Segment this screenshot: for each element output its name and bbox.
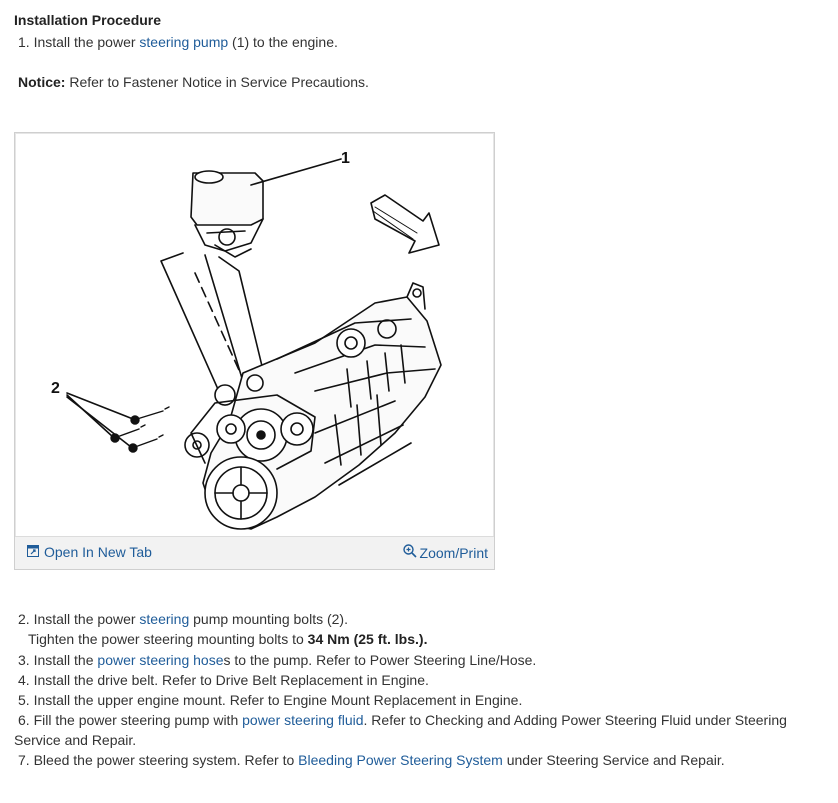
zoom-icon: [402, 544, 417, 561]
step-text: pump mounting bolts (2).: [189, 611, 348, 627]
step-5: 5. Install the upper engine mount. Refer…: [18, 690, 522, 710]
notice-text: Refer to Fastener Notice in Service Prec…: [65, 74, 369, 90]
step-2-torque: Tighten the power steering mounting bolt…: [28, 629, 427, 649]
notice: Notice: Refer to Fastener Notice in Serv…: [18, 72, 369, 92]
notice-label: Notice:: [18, 74, 66, 90]
callout-1: 1: [341, 150, 350, 167]
step-number: 1.: [18, 34, 30, 50]
step-2: 2. Install the power steering pump mount…: [18, 609, 348, 629]
step-text: Install the drive belt. Refer to Drive B…: [33, 672, 429, 688]
zoom-label: Zoom/Print: [419, 544, 488, 561]
step-3: 3. Install the power steering hoses to t…: [18, 650, 536, 670]
section-heading: Installation Procedure: [14, 12, 162, 28]
step-1: 1. Install the power steering pump (1) t…: [18, 32, 338, 52]
step-text: under Steering Service and Repair.: [502, 752, 725, 768]
open-tab-icon: [27, 544, 39, 560]
power-steering-hose-link[interactable]: power steering hose: [97, 652, 224, 668]
open-in-new-tab-button[interactable]: Open In New Tab: [27, 544, 152, 560]
step-number: 3.: [18, 652, 30, 668]
power-steering-fluid-link[interactable]: power steering fluid: [242, 712, 364, 728]
figure-toolbar: Open In New Tab Zoom/Print: [15, 536, 494, 569]
figure-container: 1 2 Open In New Tab Zoom/Print: [14, 132, 495, 570]
step-number: 2.: [18, 611, 30, 627]
step-number: 6.: [18, 712, 30, 728]
pump-installation-diagram[interactable]: 1 2: [15, 133, 494, 537]
step-text: . Refer to Checking and Adding Power Ste…: [363, 712, 787, 728]
step-4: 4. Install the drive belt. Refer to Driv…: [18, 670, 429, 690]
steering-pump-link[interactable]: steering pump: [139, 34, 229, 50]
step-text: (1) to the engine.: [228, 34, 338, 50]
torque-text: Tighten the power steering mounting bolt…: [28, 631, 308, 647]
steering-link[interactable]: steering: [139, 611, 190, 627]
step-number: 5.: [18, 692, 30, 708]
step-number: 7.: [18, 752, 30, 768]
step-text: Bleed the power steering system. Refer t…: [33, 752, 299, 768]
step-number: 4.: [18, 672, 30, 688]
open-tab-label: Open In New Tab: [44, 544, 152, 560]
step-text: s to the pump. Refer to Power Steering L…: [223, 652, 537, 668]
torque-value: 34 Nm (25 ft. lbs.).: [307, 631, 428, 647]
step-7: 7. Bleed the power steering system. Refe…: [18, 750, 725, 770]
zoom-print-button[interactable]: Zoom/Print: [402, 544, 488, 561]
callout-2: 2: [51, 380, 60, 397]
step-text: Install the power: [33, 34, 140, 50]
step-text: Install the power: [33, 611, 140, 627]
step-text: Fill the power steering pump with: [33, 712, 243, 728]
step-text: Install the upper engine mount. Refer to…: [33, 692, 523, 708]
step-6: 6. Fill the power steering pump with pow…: [18, 710, 787, 730]
step-6-continued: Service and Repair.: [14, 732, 137, 748]
bleeding-power-steering-link[interactable]: Bleeding Power Steering System: [298, 752, 503, 768]
step-text: Install the: [33, 652, 98, 668]
